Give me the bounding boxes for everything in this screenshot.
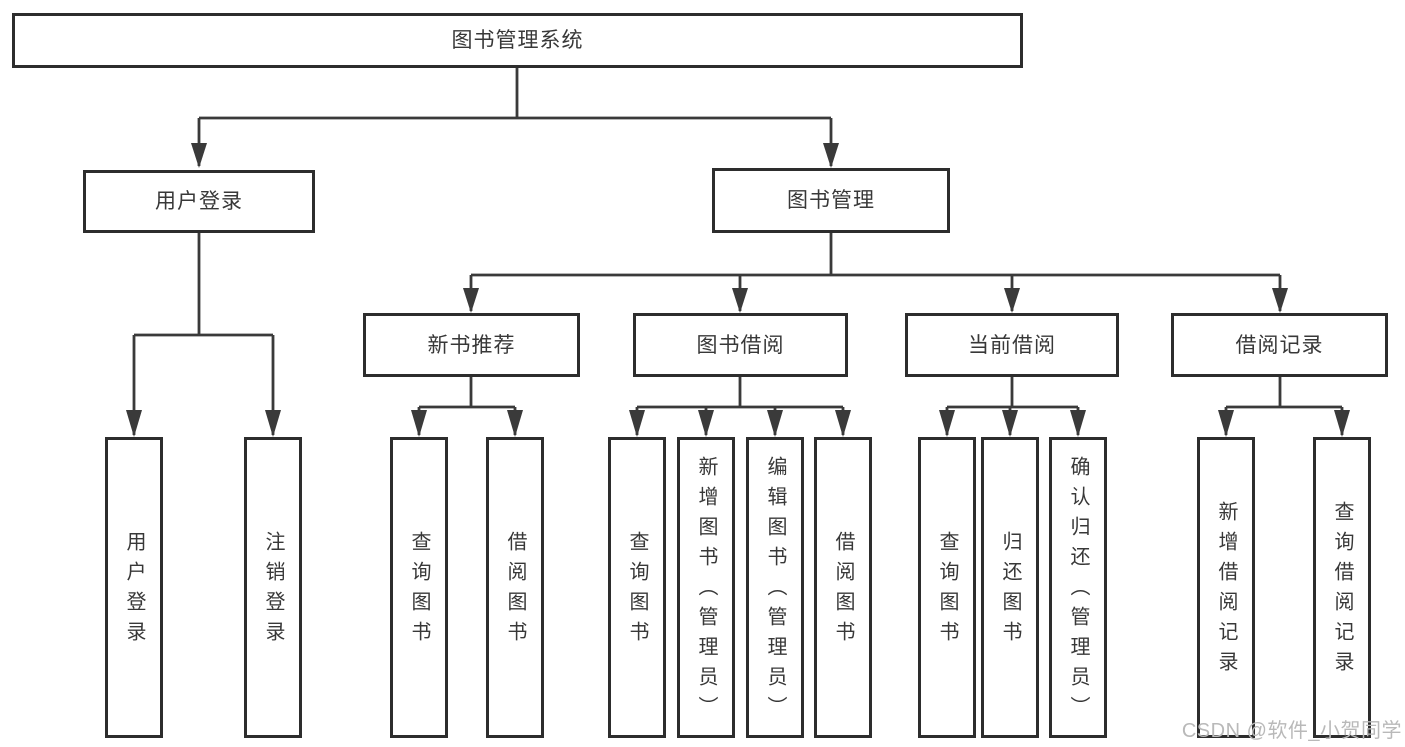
leaf-user-login: 用户登录 xyxy=(105,437,163,738)
leaf-query-books-current: 查询图书 xyxy=(918,437,976,738)
connector-book-borrowing-children xyxy=(635,377,845,435)
connector-user-login-children xyxy=(132,233,275,435)
leaf-borrow-books-borrow: 借阅图书 xyxy=(814,437,872,738)
leaf-confirm-return-admin: 确认归还（管理员） xyxy=(1049,437,1107,738)
leaf-add-borrow-record: 新增借阅记录 xyxy=(1197,437,1255,738)
leaf-edit-book-admin: 编辑图书（管理员） xyxy=(746,437,804,738)
leaf-borrow-books-recommend: 借阅图书 xyxy=(486,437,544,738)
node-current-borrowing: 当前借阅 xyxy=(905,313,1119,377)
leaf-query-books-borrow: 查询图书 xyxy=(608,437,666,738)
leaf-query-borrow-record: 查询借阅记录 xyxy=(1313,437,1371,738)
csdn-watermark: CSDN @软件_小贺同学 xyxy=(1181,720,1402,742)
connector-book-management-children xyxy=(469,233,1282,311)
node-book-management: 图书管理 xyxy=(712,168,950,233)
leaf-add-book-admin: 新增图书（管理员） xyxy=(677,437,735,738)
leaf-query-books-recommend: 查询图书 xyxy=(390,437,448,738)
node-new-book-recommendation: 新书推荐 xyxy=(363,313,580,377)
connector-current-borrowing-children xyxy=(945,377,1080,435)
node-library-management-system: 图书管理系统 xyxy=(12,13,1023,68)
leaf-return-book: 归还图书 xyxy=(981,437,1039,738)
connector-borrowing-records-children xyxy=(1224,377,1344,435)
leaf-logout-login: 注销登录 xyxy=(244,437,302,738)
node-borrowing-records: 借阅记录 xyxy=(1171,313,1388,377)
node-user-login: 用户登录 xyxy=(83,170,315,233)
connector-root-to-level2 xyxy=(197,68,833,166)
connector-new-book-children xyxy=(417,377,517,435)
node-book-borrowing: 图书借阅 xyxy=(633,313,848,377)
